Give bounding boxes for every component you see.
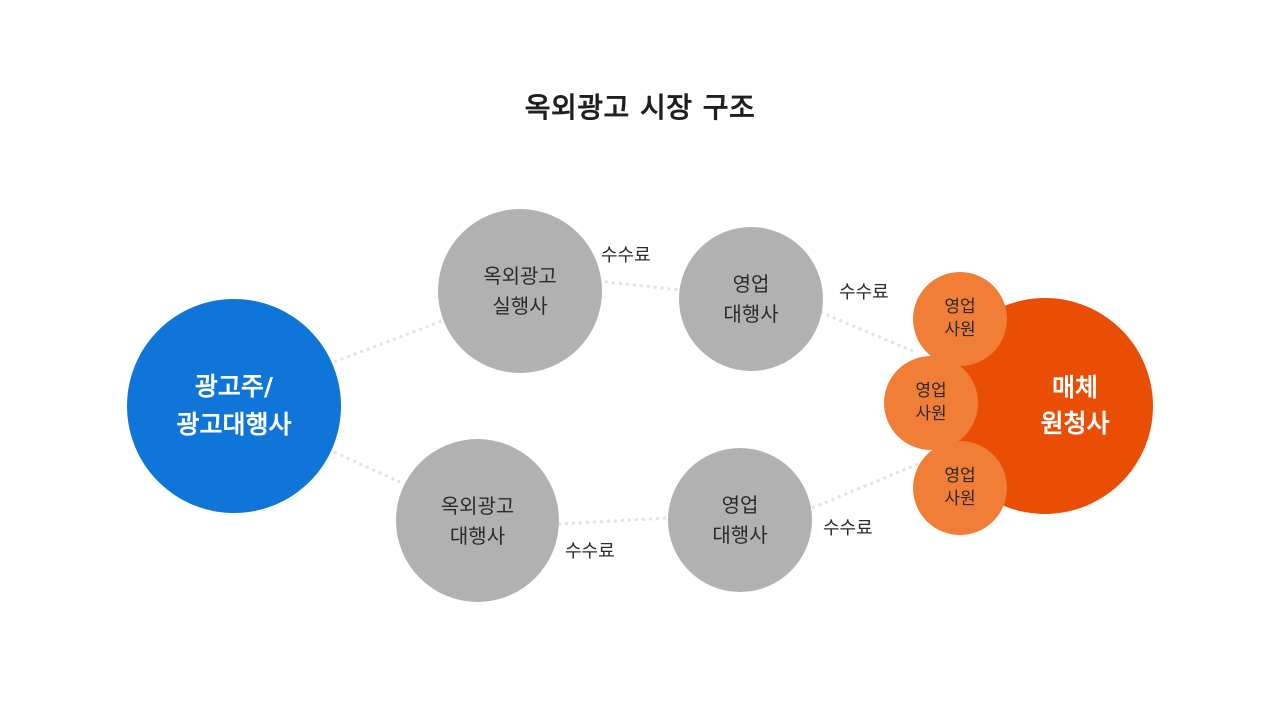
sales-agency-bottom-node: 영업 대행사: [668, 448, 812, 592]
ooh-agency-label-line1: 옥외광고: [440, 493, 515, 518]
sales-agency-top-label-line2: 대행사: [723, 302, 779, 326]
connector-advertiser-executor: [333, 319, 443, 364]
media-owner-label-line1: 매체: [1051, 373, 1098, 402]
sales-staff-node-3: 영업 사원: [913, 441, 1007, 535]
sales-staff-3-label-line2: 사원: [944, 489, 976, 509]
ooh-agency-label-line2: 대행사: [449, 523, 506, 548]
connector-agency-sales-bottom: [557, 516, 669, 526]
advertiser-label-line2: 광고대행사: [176, 410, 292, 439]
ooh-executor-label-line2: 실행사: [492, 294, 548, 318]
sales-agency-bottom-label-line1: 영업: [721, 493, 759, 517]
advertiser-node: 광고주/ 광고대행사: [127, 299, 341, 513]
fee-label-agency-sales: 수수료: [565, 541, 615, 562]
sales-agency-top-label-line1: 영업: [732, 272, 770, 296]
sales-staff-1-label-line2: 사원: [944, 320, 976, 340]
connector-advertiser-agency: [333, 450, 401, 484]
diagram-title: 옥외광고 시장 구조: [524, 91, 756, 124]
advertiser-label-line1: 광고주/: [194, 372, 274, 401]
fee-label-sales-top-media: 수수료: [839, 282, 889, 303]
connector-sales-top-media: [819, 310, 916, 354]
connector-sales-bottom-media: [811, 462, 919, 510]
ooh-agency-node: 옥외광고 대행사: [396, 439, 559, 602]
ooh-executor-node: 옥외광고 실행사: [438, 209, 602, 373]
sales-staff-node-1: 영업 사원: [913, 272, 1007, 366]
sales-agency-bottom-label-line2: 대행사: [712, 523, 768, 547]
fee-label-sales-bottom-media: 수수료: [823, 518, 873, 539]
media-owner-label-line2: 원청사: [1040, 409, 1110, 438]
sales-staff-2-label-line1: 영업: [915, 381, 947, 401]
sales-staff-3-label-line1: 영업: [944, 466, 976, 486]
sales-staff-node-2: 영업 사원: [884, 356, 978, 450]
sales-agency-top-node: 영업 대행사: [679, 227, 823, 371]
ooh-executor-label-line1: 옥외광고: [483, 264, 557, 288]
sales-staff-2-label-line2: 사원: [915, 404, 947, 424]
fee-label-executor-sales: 수수료: [601, 245, 651, 266]
connector-executor-sales-top: [597, 279, 681, 292]
sales-staff-1-label-line1: 영업: [944, 297, 976, 317]
